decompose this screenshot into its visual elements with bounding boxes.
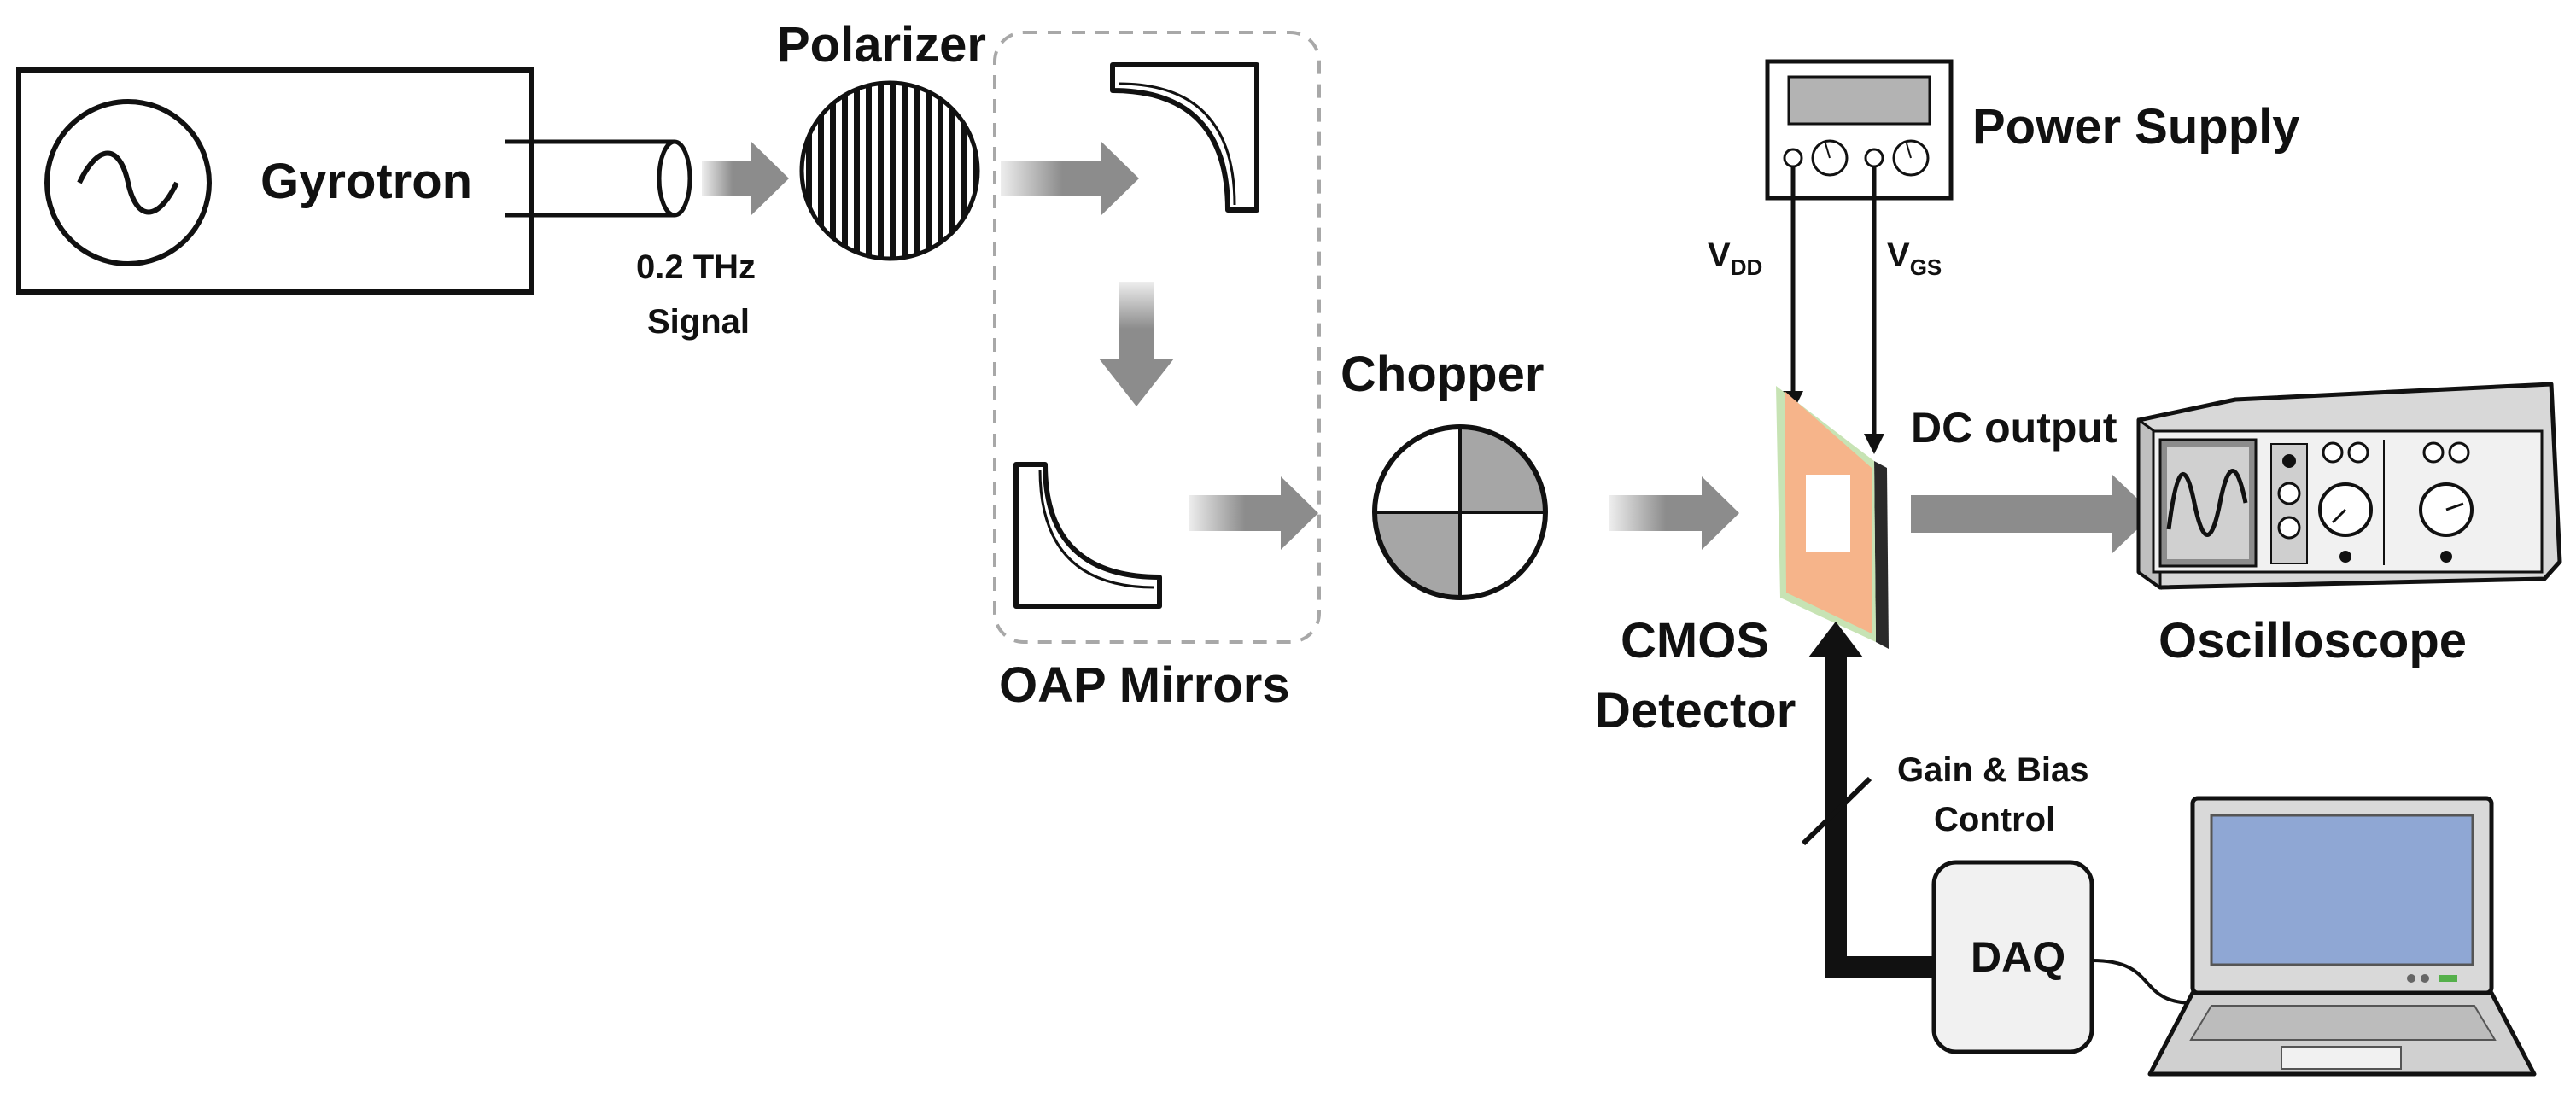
polarizer — [799, 80, 980, 261]
gyrotron: Gyrotron — [16, 67, 534, 295]
laptop-screen — [2210, 814, 2474, 966]
polarizer-wire — [854, 83, 860, 259]
control-bus — [1801, 622, 1938, 978]
power-supply-display — [1787, 75, 1931, 126]
signal-label-line2: Signal — [647, 303, 750, 341]
cmos-detector-label-line2: Detector — [1595, 683, 1796, 738]
beam-arrow-3 — [1189, 476, 1318, 550]
dc-output-arrow — [1911, 475, 2153, 553]
gain-bias-label-line2: Control — [1934, 801, 2055, 838]
oap-mirrors-label: OAP Mirrors — [999, 657, 1290, 713]
polarizer-wire — [926, 83, 932, 259]
beam-arrow-1 — [702, 142, 789, 215]
beam-arrow-4 — [1609, 476, 1739, 550]
polarizer-wire — [842, 83, 848, 259]
cmos-detector-label-line1: CMOS — [1621, 613, 1769, 668]
polarizer-wire — [878, 83, 884, 259]
sine-wave-icon — [77, 150, 179, 215]
knob-icon — [2347, 441, 2369, 464]
cmos-detector — [1776, 386, 1889, 649]
knob-icon — [2277, 482, 2301, 505]
power-supply-label: Power Supply — [1972, 99, 2300, 155]
dc-output-label: DC output — [1911, 404, 2117, 452]
knob-icon — [2448, 441, 2470, 464]
oap-mirror-top — [1110, 62, 1259, 213]
vgs-line — [1864, 166, 1884, 454]
vgs-terminal — [1864, 148, 1884, 168]
detector-antenna — [1806, 475, 1850, 552]
power-supply — [1765, 59, 1954, 201]
waveguide-horn — [505, 139, 692, 218]
polarizer-wire — [866, 83, 872, 259]
oscilloscope-label: Oscilloscope — [2158, 613, 2467, 668]
knob-icon — [2322, 441, 2344, 464]
polarizer-wire — [914, 83, 920, 259]
polarizer-wire — [890, 83, 896, 259]
waveform-icon — [2166, 469, 2248, 537]
laptop — [2147, 796, 2537, 1077]
knob-icon — [2277, 516, 2301, 540]
vdd-line — [1783, 166, 1803, 412]
daq-label: DAQ — [1971, 933, 2065, 981]
oscilloscope — [2136, 382, 2562, 590]
vdd-terminal — [1783, 148, 1803, 168]
signal-label-line1: 0.2 THz — [636, 248, 756, 286]
beam-arrow-2 — [1001, 142, 1139, 215]
polarizer-wire — [949, 83, 955, 259]
indicator-dot — [2440, 551, 2452, 563]
beam-arrow-down — [1099, 282, 1174, 406]
vdd-label: VDD — [1708, 236, 1762, 280]
polarizer-wire — [806, 83, 812, 259]
knob-icon — [2422, 441, 2445, 464]
chopper — [1372, 424, 1548, 600]
oap-mirrors-group — [993, 31, 1321, 644]
indicator-dot — [2339, 551, 2351, 563]
gain-bias-label-line1: Gain & Bias — [1897, 751, 2089, 789]
polarizer-wire — [961, 83, 967, 259]
polarizer-wire — [818, 83, 824, 259]
usb-cable — [2091, 959, 2195, 1005]
vgs-label: VGS — [1887, 236, 1942, 280]
touchpad — [2281, 1046, 2402, 1070]
oap-mirror-bottom — [1013, 462, 1162, 609]
knob-icon — [2282, 454, 2296, 468]
polarizer-wire — [902, 83, 908, 259]
polarizer-wire — [830, 83, 836, 259]
daq: DAQ — [1931, 860, 2094, 1054]
chopper-label: Chopper — [1341, 347, 1544, 402]
polarizer-label: Polarizer — [777, 17, 986, 73]
polarizer-wire — [938, 83, 943, 259]
gyrotron-label: Gyrotron — [260, 154, 472, 209]
